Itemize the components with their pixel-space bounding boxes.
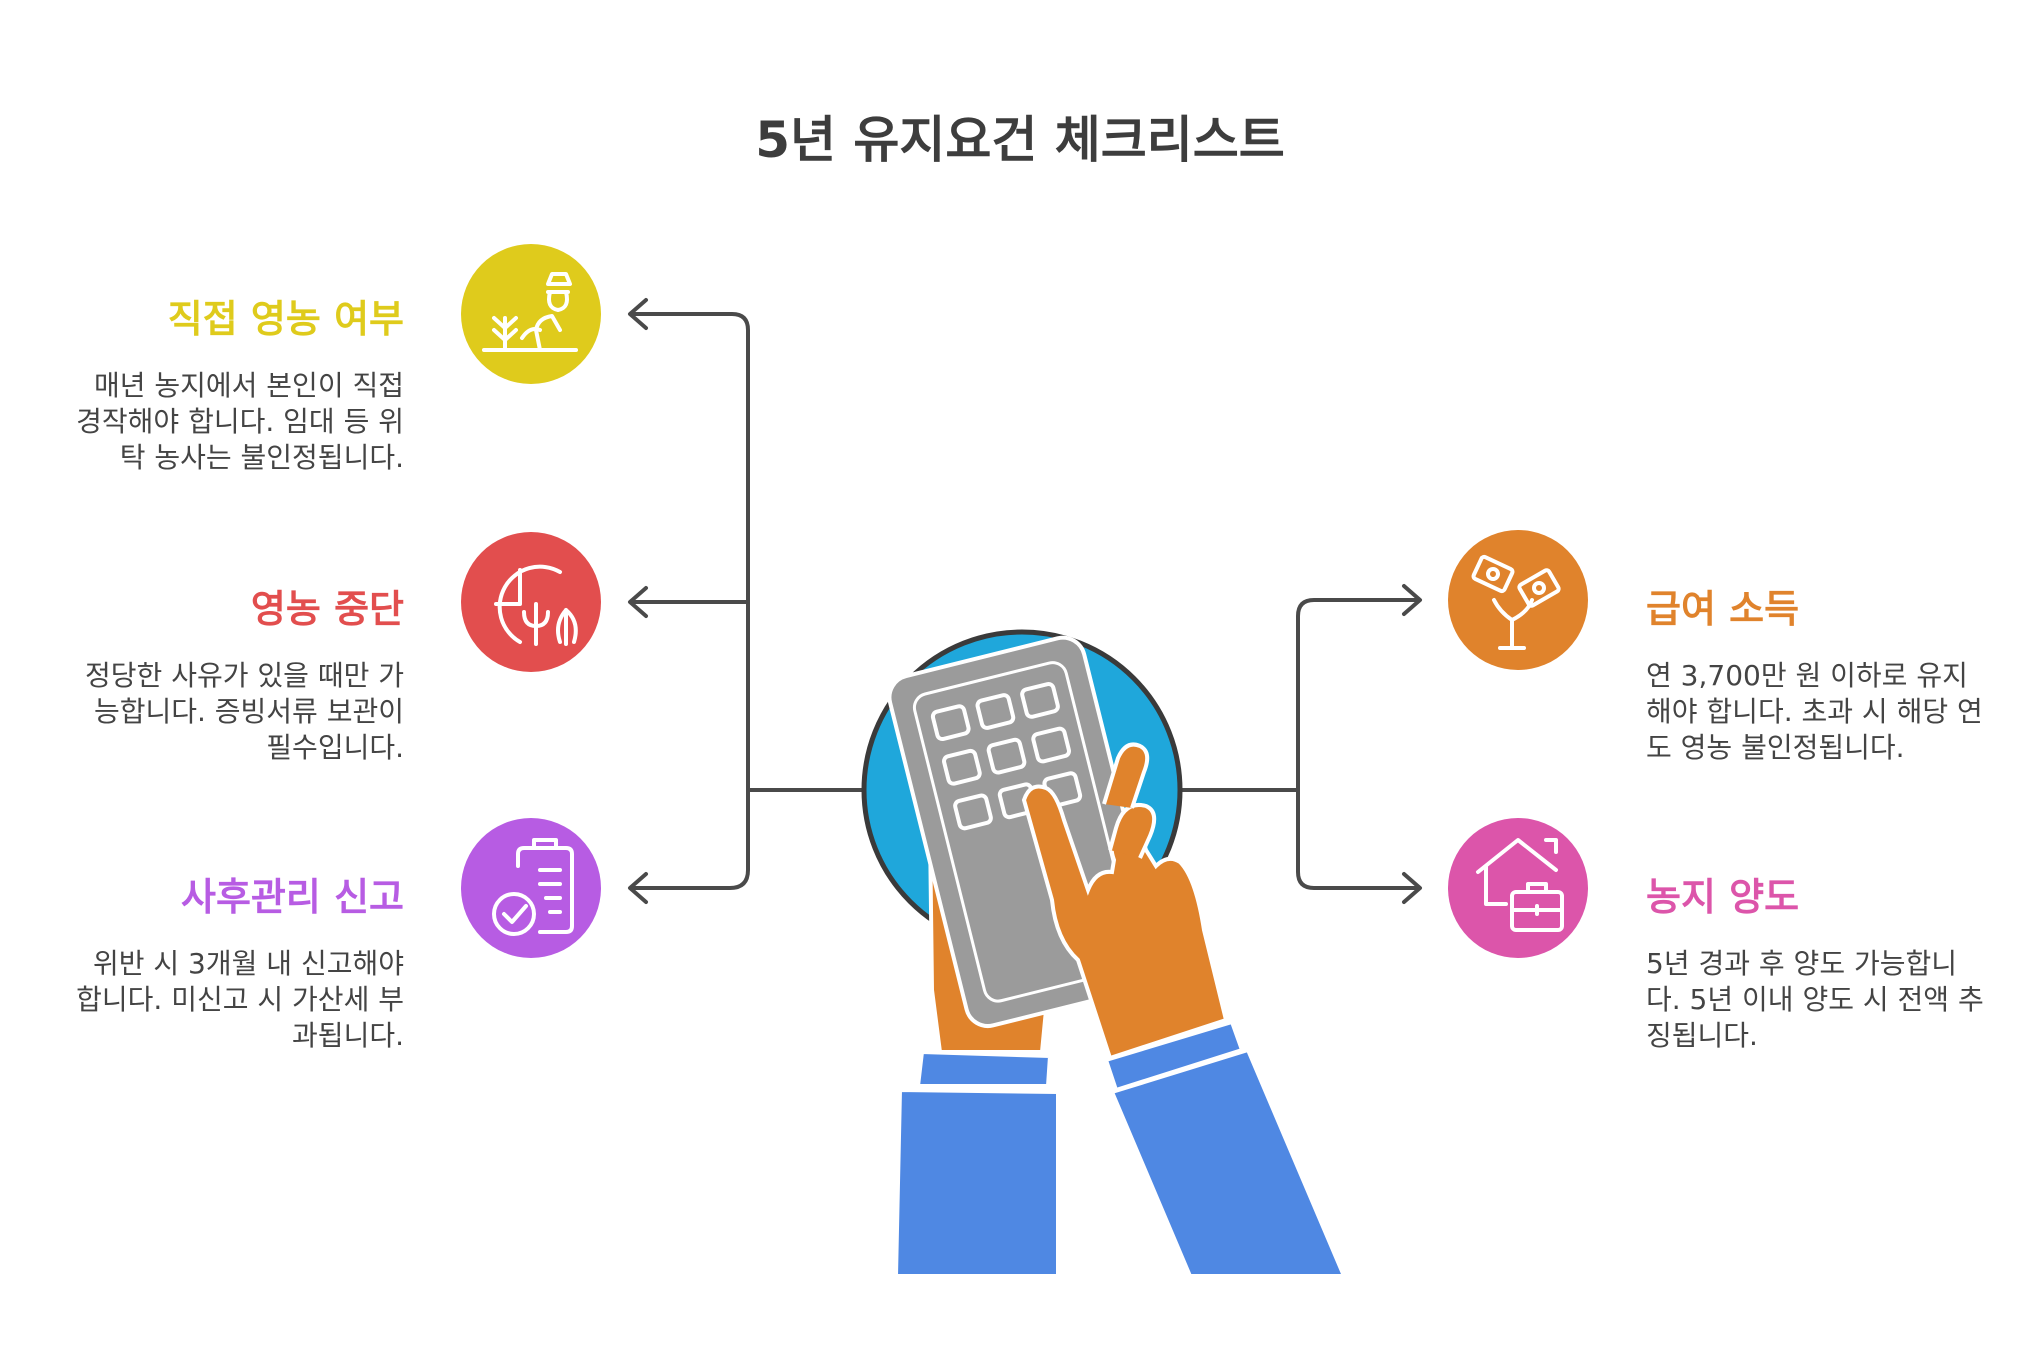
arrow-head-4	[1402, 584, 1422, 616]
item-desc-post-management-report: 위반 시 3개월 내 신고해야 합니다. 미신고 시 가산세 부과됩니다.	[76, 947, 404, 1052]
item-circle-4	[1448, 530, 1588, 670]
right-sleeve	[1109, 1047, 1348, 1278]
item-circle-5	[1448, 818, 1588, 958]
farmer-planting-icon	[482, 272, 578, 352]
clipboard-check-icon	[492, 838, 574, 936]
item-desc-farming-suspension: 정당한 사유가 있을 때만 가능합니다. 증빙서류 보관이 필수입니다.	[85, 659, 404, 764]
clock-crop-icon	[494, 564, 578, 646]
money-plant-icon	[1471, 554, 1561, 650]
item-desc-farmland-transfer: 5년 경과 후 양도 가능합니다. 5년 이내 양도 시 전액 추징됩니다.	[1646, 947, 1984, 1052]
arrow-head-1	[628, 298, 648, 330]
item-circle-1	[461, 244, 601, 384]
house-briefcase-icon	[1476, 838, 1564, 932]
connectors	[628, 298, 1422, 904]
item-title-farmland-transfer: 농지 양도	[1646, 875, 1800, 919]
item-desc-direct-farming: 매년 농지에서 본인이 직접 경작해야 합니다. 임대 등 위탁 농사는 불인정…	[76, 369, 404, 474]
connector-right-vertical	[1296, 598, 1420, 890]
connector-left-vertical	[630, 312, 750, 890]
item-circle-3	[461, 818, 601, 958]
right-finger-top	[1102, 742, 1150, 809]
arrow-head-5	[1402, 872, 1422, 904]
arrow-head-2	[628, 586, 648, 618]
left-cuff	[915, 1049, 1053, 1088]
arrow-head-3	[628, 872, 648, 904]
item-desc-salary-income: 연 3,700만 원 이하로 유지해야 합니다. 초과 시 해당 연도 영농 불…	[1646, 659, 1983, 764]
hands-calculator-icon	[861, 629, 1348, 1278]
right-cuff	[1103, 1019, 1245, 1093]
item-title-direct-farming: 직접 영농 여부	[167, 297, 404, 341]
left-sleeve	[893, 1087, 1060, 1278]
item-title-farming-suspension: 영농 중단	[250, 587, 404, 631]
item-title-post-management-report: 사후관리 신고	[181, 875, 404, 919]
right-thumb	[1108, 803, 1157, 859]
item-title-salary-income: 급여 소득	[1646, 587, 1800, 631]
page-title: 5년 유지요건 체크리스트	[755, 111, 1285, 169]
item-circle-2	[461, 532, 601, 672]
